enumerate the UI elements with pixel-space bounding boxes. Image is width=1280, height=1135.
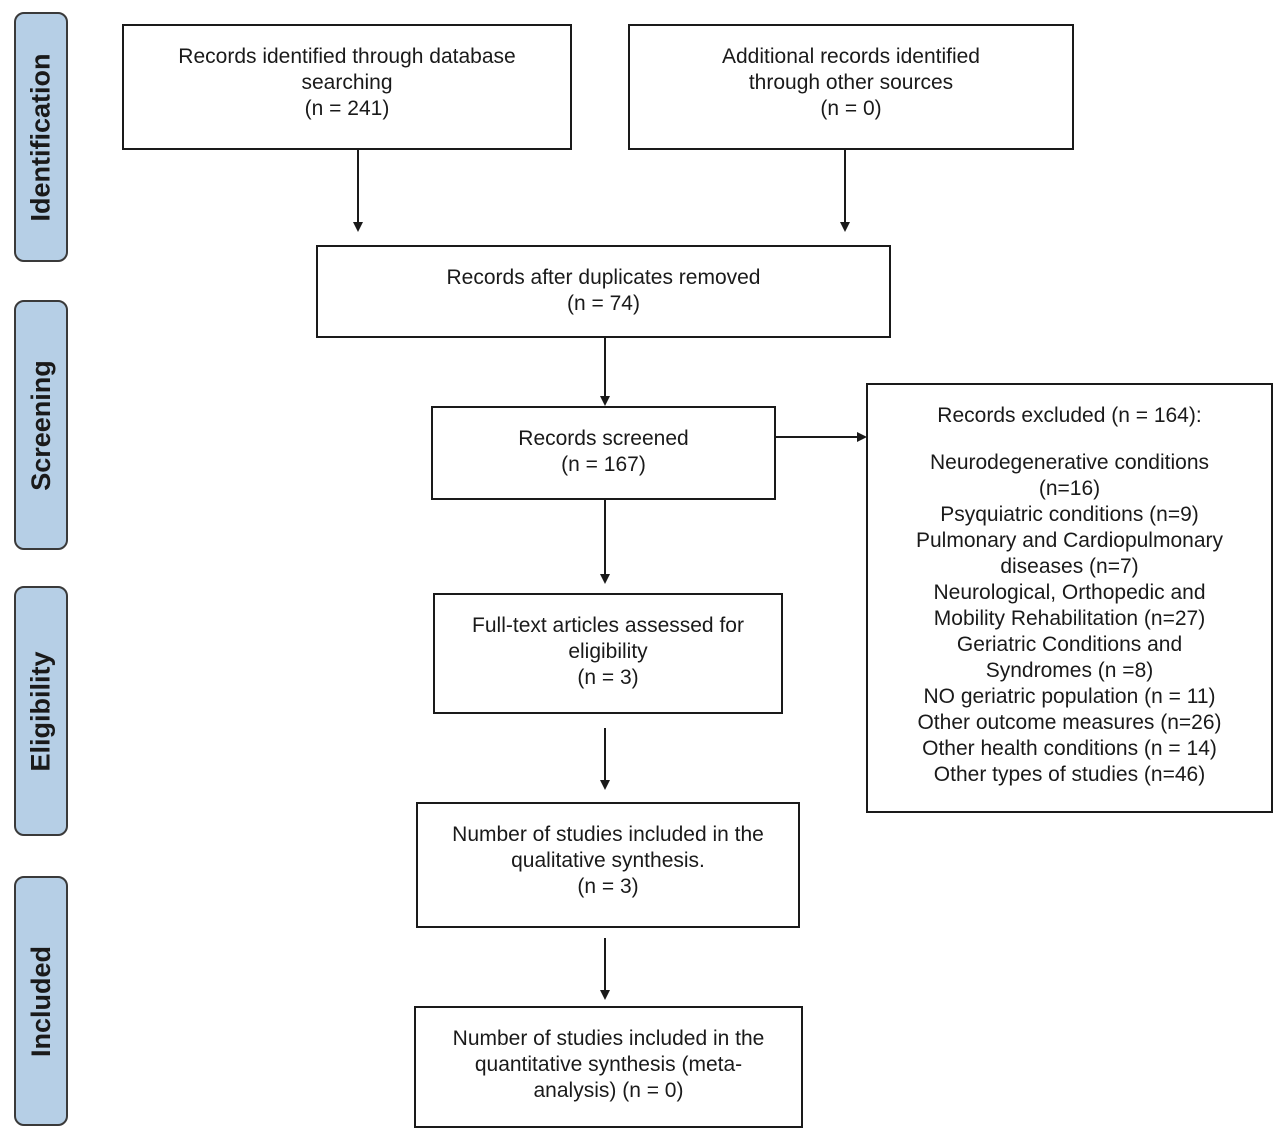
box-records-excluded: Records excluded (n = 164): Neurodegener… (866, 383, 1273, 813)
excluded-reason: Neurodegenerative conditions (929, 451, 1210, 474)
phase-included: Included (14, 876, 68, 1126)
box-line: Number of studies included in the (452, 823, 764, 846)
box-qualitative-synthesis: Number of studies included in the qualit… (416, 802, 800, 928)
excluded-reason: Syndromes (n =8) (985, 659, 1154, 682)
excluded-reason: Mobility Rehabilitation (n=27) (933, 607, 1206, 630)
box-line: Full-text articles assessed for (472, 614, 744, 637)
box-line: Additional records identified (722, 45, 980, 68)
box-records-screened: Records screened (n = 167) (431, 406, 776, 500)
box-line: through other sources (748, 71, 954, 94)
box-other-sources: Additional records identified through ot… (628, 24, 1074, 150)
box-count: (n = 0) (820, 97, 882, 120)
box-count: (n = 74) (567, 292, 640, 315)
box-fulltext-assessed: Full-text articles assessed for eligibil… (433, 593, 783, 714)
phase-screening: Screening (14, 300, 68, 550)
excluded-reason: Pulmonary and Cardiopulmonary (916, 529, 1223, 552)
excluded-reason: NO geriatric population (n = 11) (923, 685, 1216, 708)
excluded-reason: diseases (n=7) (1000, 555, 1139, 578)
box-line: Records after duplicates removed (446, 266, 761, 289)
box-line: eligibility (568, 640, 648, 663)
box-count: (n = 3) (577, 666, 639, 689)
box-line: quantitative synthesis (meta- (474, 1053, 743, 1076)
excluded-reason: Other outcome measures (n=26) (917, 711, 1222, 734)
phase-identification: Identification (14, 12, 68, 262)
box-duplicates-removed: Records after duplicates removed (n = 74… (316, 245, 891, 338)
excluded-reason: Other health conditions (n = 14) (922, 737, 1217, 760)
excluded-title: Records excluded (n = 164): (937, 404, 1202, 427)
box-database-search: Records identified through database sear… (122, 24, 572, 150)
box-count: (n = 241) (304, 97, 390, 120)
box-line: Records identified through database (178, 45, 516, 68)
box-count: analysis) (n = 0) (533, 1079, 684, 1102)
excluded-reason: Other types of studies (n=46) (933, 763, 1206, 786)
excluded-reason: Geriatric Conditions and (956, 633, 1183, 656)
excluded-reason: (n=16) (1038, 477, 1101, 500)
box-quantitative-synthesis: Number of studies included in the quanti… (414, 1006, 803, 1128)
excluded-reason: Neurological, Orthopedic and (933, 581, 1206, 604)
excluded-reason: Psyquiatric conditions (n=9) (940, 503, 1199, 526)
box-line: Records screened (518, 427, 689, 450)
box-count: (n = 167) (561, 453, 646, 476)
box-count: (n = 3) (577, 875, 639, 898)
box-line: Number of studies included in the (452, 1027, 765, 1050)
box-line: qualitative synthesis. (511, 849, 705, 872)
phase-eligibility: Eligibility (14, 586, 68, 836)
box-line: searching (301, 71, 393, 94)
